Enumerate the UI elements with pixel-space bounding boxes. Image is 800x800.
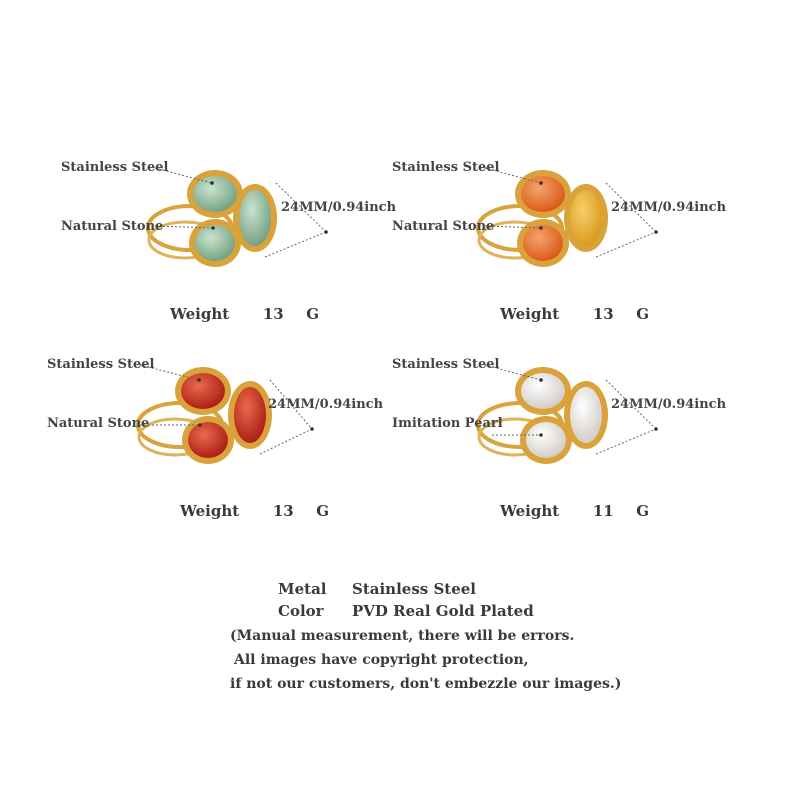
steel-label: Stainless Steel bbox=[392, 160, 500, 175]
product-panel-red: Stainless Steel Natural Stone 24MM/0.94i… bbox=[0, 347, 400, 547]
weight-value: 13 bbox=[272, 502, 294, 520]
note-line-2: All images have copyright protection, bbox=[234, 652, 529, 668]
product-panel-green: Stainless Steel Natural Stone 24MM/0.94i… bbox=[0, 150, 400, 350]
ring-image-red bbox=[136, 364, 314, 464]
weight-label: Weight bbox=[500, 305, 560, 323]
note-line-1: (Manual measurement, there will be error… bbox=[230, 628, 575, 644]
stone-label: Natural Stone bbox=[61, 219, 164, 234]
ring-image-orange bbox=[476, 167, 658, 267]
steel-label: Stainless Steel bbox=[47, 357, 155, 372]
weight-value: 13 bbox=[262, 305, 284, 323]
weight-value: 11 bbox=[592, 502, 614, 520]
size-label: 24MM/0.94inch bbox=[611, 200, 727, 215]
spec-key-color: Color bbox=[278, 602, 324, 620]
weight-text: Weight 11 G bbox=[500, 502, 649, 520]
weight-unit: G bbox=[636, 502, 649, 520]
steel-label: Stainless Steel bbox=[61, 160, 169, 175]
size-label: 24MM/0.94inch bbox=[281, 200, 397, 215]
weight-label: Weight bbox=[170, 305, 230, 323]
stone-label: Natural Stone bbox=[47, 416, 150, 431]
weight-label: Weight bbox=[180, 502, 240, 520]
steel-label: Stainless Steel bbox=[392, 357, 500, 372]
size-label: 24MM/0.94inch bbox=[611, 397, 727, 412]
product-panel-orange: Stainless Steel Natural Stone 24MM/0.94i… bbox=[392, 150, 800, 350]
weight-text: Weight 13 G bbox=[170, 305, 319, 323]
weight-unit: G bbox=[636, 305, 649, 323]
weight-text: Weight 13 G bbox=[500, 305, 649, 323]
weight-value: 13 bbox=[592, 305, 614, 323]
product-panel-pearl: Stainless Steel Imitation Pearl 24MM/0.9… bbox=[392, 347, 800, 547]
stone-label: Natural Stone bbox=[392, 219, 495, 234]
ring-image-green bbox=[146, 167, 328, 267]
spec-value-color: PVD Real Gold Plated bbox=[352, 602, 534, 620]
note-line-3: if not our customers, don't embezzle our… bbox=[230, 676, 622, 692]
stone-label: Imitation Pearl bbox=[392, 416, 503, 431]
weight-text: Weight 13 G bbox=[180, 502, 329, 520]
spec-value-metal: Stainless Steel bbox=[352, 580, 476, 598]
size-label: 24MM/0.94inch bbox=[268, 397, 384, 412]
ring-image-pearl bbox=[476, 364, 658, 464]
spec-key-metal: Metal bbox=[278, 580, 327, 598]
weight-unit: G bbox=[306, 305, 319, 323]
weight-unit: G bbox=[316, 502, 329, 520]
weight-label: Weight bbox=[500, 502, 560, 520]
